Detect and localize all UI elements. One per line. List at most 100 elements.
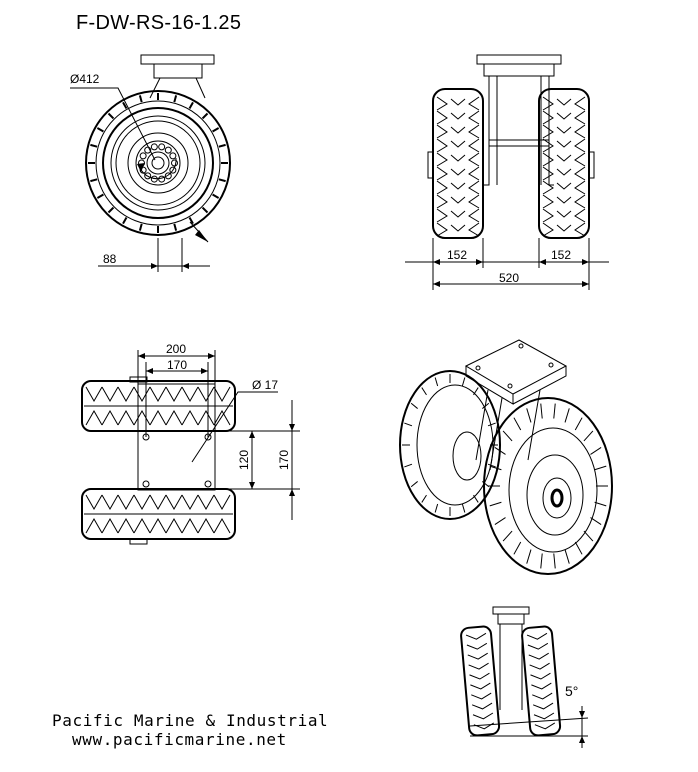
- swivel-view: [460, 606, 589, 748]
- bearing-ball: [144, 172, 152, 180]
- swivel-tread-block: [468, 662, 489, 670]
- left-hub-cap: [427, 151, 434, 179]
- swivel-tread-block: [530, 672, 551, 680]
- iso-back-tread-block: [473, 387, 479, 396]
- tread-slot: [138, 223, 143, 231]
- tread-slot: [218, 143, 226, 148]
- iso-back-tread-block: [482, 481, 490, 488]
- iso-tread-block: [590, 517, 602, 525]
- swivel-tread-block: [467, 652, 488, 660]
- iso-back-tread-block: [487, 422, 496, 427]
- tread-block: [542, 96, 586, 111]
- swivel-block: [497, 613, 525, 625]
- bearing-ball: [144, 146, 152, 154]
- top-plate: [140, 54, 215, 65]
- swivel-tread-block: [528, 652, 549, 660]
- iso-back-tread-block: [434, 503, 439, 513]
- tread-block: [436, 222, 480, 237]
- hub-offset-label: 88: [103, 252, 117, 266]
- tread-zigzag: [165, 494, 183, 534]
- front-view: [405, 54, 609, 290]
- top-dim-ext: [137, 350, 216, 437]
- iso-tread-block: [540, 553, 543, 569]
- iso-back-tread-block: [421, 387, 427, 396]
- tread-slot: [107, 206, 115, 214]
- iso-back-tread-block: [461, 503, 466, 513]
- iso-front-axle: [550, 488, 564, 508]
- swivel-tread-block: [465, 632, 487, 640]
- iso-tread-block: [540, 403, 543, 419]
- tread-zigzag: [133, 386, 151, 426]
- dim-88-ext: [157, 238, 183, 272]
- tread-zigzag: [197, 494, 215, 534]
- swivel-tread-block: [526, 632, 548, 640]
- iso-tread-block: [574, 417, 583, 431]
- swivel-angle-label: 5°: [565, 683, 579, 699]
- iso-tread-block: [574, 541, 583, 555]
- side-dim-lines: [251, 400, 293, 520]
- iso-back-tread-block: [461, 377, 466, 387]
- company-name: Pacific Marine & Industrial: [52, 711, 329, 730]
- iso-hole-1: [518, 343, 524, 349]
- tread-block: [436, 208, 480, 223]
- tread-zigzag: [149, 386, 167, 426]
- bolt-hole-3: [142, 480, 150, 488]
- iso-back-hub: [452, 431, 482, 481]
- tread-slots: [88, 93, 228, 233]
- iso-tread-block: [594, 465, 607, 471]
- tread-zigzag: [181, 386, 199, 426]
- iso-back-tread-block: [404, 422, 413, 427]
- bolt-hole-4: [204, 480, 212, 488]
- plate-block: [153, 63, 203, 79]
- tread-slot: [212, 193, 220, 199]
- tread-block: [436, 152, 480, 167]
- isometric-view: [399, 339, 613, 575]
- front-tread: [436, 96, 586, 237]
- iso-tread-block: [494, 517, 506, 525]
- iso-tread-block: [594, 501, 607, 507]
- iso-front-hub: [542, 477, 572, 519]
- iso-tread-block: [553, 403, 556, 419]
- tread-zigzag: [85, 386, 103, 426]
- tread-zigzag: [197, 386, 215, 426]
- tread-slot: [218, 178, 226, 183]
- hole-spacing-x-label: 170: [167, 358, 188, 372]
- rotation-arrowhead: [137, 163, 145, 172]
- swivel-tread-block: [473, 722, 495, 730]
- iso-tread-block: [513, 417, 522, 431]
- iso-tread-block: [489, 501, 502, 507]
- tread-block: [542, 138, 586, 153]
- tread-slot: [188, 217, 194, 225]
- iso-front-rim: [526, 454, 584, 536]
- swivel-tread-block: [531, 682, 552, 690]
- swivel-fork: [499, 624, 523, 710]
- tread-slot: [96, 193, 104, 199]
- iso-back-tread-block: [410, 402, 418, 409]
- swivel-right-tire: [521, 625, 562, 737]
- iso-tread-block: [590, 447, 602, 455]
- iso-tread-block: [526, 408, 532, 423]
- top-dim-lines: [138, 355, 215, 372]
- tread-zigzag: [181, 494, 199, 534]
- tread-block: [436, 138, 480, 153]
- iso-back-tire: [399, 370, 501, 520]
- swivel-plate: [492, 606, 530, 615]
- tread-block: [542, 124, 586, 139]
- plate-length-label: 200: [166, 342, 187, 356]
- tread-zigzag: [213, 494, 231, 534]
- iso-tread-block: [502, 530, 513, 542]
- diameter-label: Ø412: [70, 72, 100, 86]
- tire-inner: [95, 100, 221, 226]
- tread-block: [542, 152, 586, 167]
- tread-zigzag: [149, 494, 167, 534]
- tread-block: [436, 96, 480, 111]
- side-view: [70, 54, 231, 272]
- iso-back-tread-block: [404, 463, 413, 468]
- iso-back-tread-block: [482, 402, 490, 409]
- tread-slot: [90, 143, 98, 148]
- tread-zigzag: [117, 494, 135, 534]
- tread-block: [436, 110, 480, 125]
- iso-back-tread-block: [434, 377, 439, 387]
